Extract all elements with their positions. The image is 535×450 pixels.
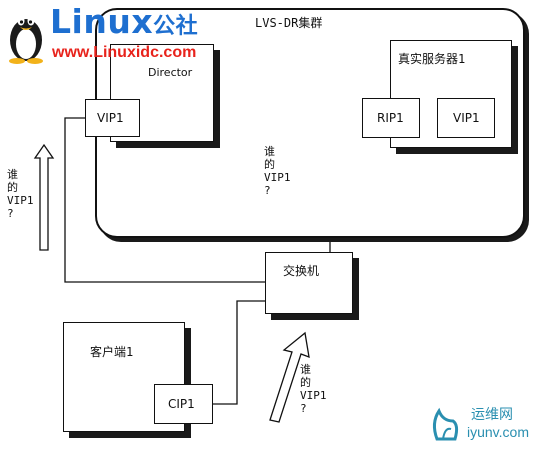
question-left-line-2: 的 — [7, 181, 18, 194]
client-cip-box — [154, 384, 213, 424]
switch-box — [265, 252, 353, 314]
real-server-title: 真实服务器1 — [398, 52, 466, 66]
question-middle: 谁 的 VIP1 ? — [264, 145, 291, 197]
cluster-title: LVS-DR集群 — [255, 16, 323, 30]
bottom-logo: 运维网 iyunv.com — [425, 400, 533, 448]
question-bottom: 谁 的 VIP1 ? — [300, 363, 327, 415]
question-middle-line-3: VIP1 — [264, 171, 291, 184]
watermark-brand-suffix: 公社 — [153, 14, 199, 39]
yunwei-logo-icon — [432, 407, 459, 441]
director-vip-label: VIP1 — [97, 111, 124, 125]
director-title: Director — [148, 66, 193, 79]
link-client-switch — [213, 300, 265, 405]
director-vip-box — [85, 99, 140, 137]
client-title: 客户端1 — [90, 345, 134, 359]
bottom-logo-cn: 运维网 — [471, 407, 513, 423]
watermark-brand: Linux公社 — [50, 4, 198, 45]
real-server-rip-box — [362, 98, 420, 138]
question-middle-line-1: 谁 — [264, 145, 275, 158]
real-server-rip-label: RIP1 — [377, 111, 404, 125]
link-director-switch — [64, 117, 265, 283]
switch-label: 交换机 — [283, 264, 320, 278]
arrow-left — [33, 143, 55, 251]
question-bottom-line-3: VIP1 — [300, 389, 327, 402]
client-cip-label: CIP1 — [168, 397, 195, 411]
real-server-vip-label: VIP1 — [453, 111, 480, 125]
question-middle-line-4: ? — [264, 184, 271, 197]
real-server-vip-box — [437, 98, 495, 138]
question-left-line-3: VIP1 — [7, 194, 34, 207]
watermark-url: www.Linuxidc.com — [52, 44, 197, 61]
question-bottom-line-2: 的 — [300, 376, 311, 389]
bottom-logo-url: iyunv.com — [467, 424, 529, 440]
question-bottom-line-1: 谁 — [300, 363, 311, 376]
question-middle-line-2: 的 — [264, 158, 275, 171]
watermark: Linux公社 www.Linuxidc.com — [0, 0, 230, 68]
question-bottom-line-4: ? — [300, 402, 307, 415]
tux-penguin-icon — [9, 16, 43, 64]
question-left-line-4: ? — [7, 207, 14, 220]
question-left-line-1: 谁 — [7, 168, 18, 181]
watermark-brand-text: Linux — [50, 2, 154, 41]
question-left: 谁 的 VIP1 ? — [7, 168, 34, 220]
arrow-diagonal — [269, 331, 310, 423]
